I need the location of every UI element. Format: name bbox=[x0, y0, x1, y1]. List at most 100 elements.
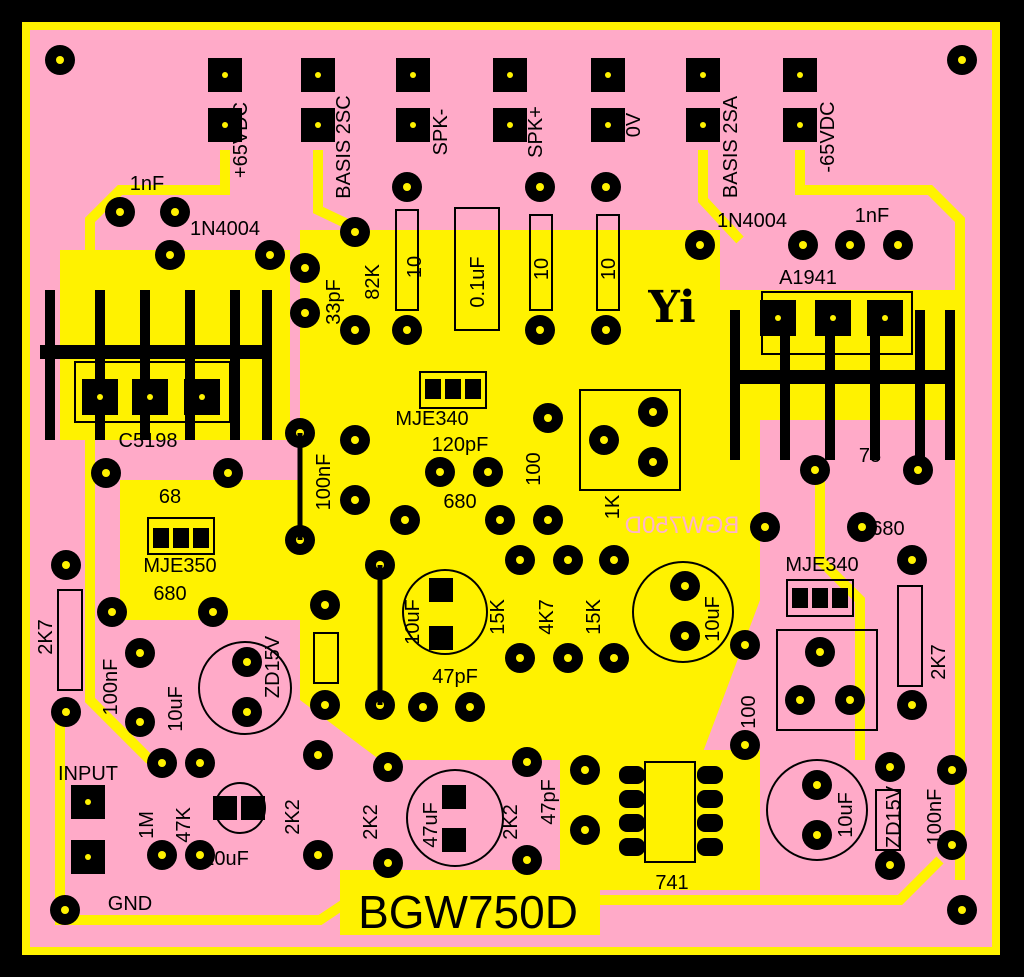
label-2k2-c: 2K2 bbox=[500, 804, 522, 840]
pad-hole bbox=[158, 851, 166, 859]
pad-hole bbox=[222, 122, 228, 128]
label-input: INPUT bbox=[58, 763, 118, 785]
pad-hole bbox=[484, 468, 492, 476]
label-mje340-right: MJE340 bbox=[785, 554, 858, 576]
label-10-c: 10 bbox=[598, 258, 620, 280]
resistor-outline bbox=[395, 209, 419, 311]
pad-hole bbox=[681, 582, 689, 590]
zener-outline bbox=[875, 789, 901, 851]
track bbox=[55, 720, 353, 925]
label-100nf-mid: 100nF bbox=[313, 454, 335, 511]
mje340-right-outline bbox=[786, 579, 854, 617]
pad-hole bbox=[158, 759, 166, 767]
copper-pour-center bbox=[300, 230, 760, 760]
pad-hole bbox=[602, 326, 610, 334]
pad-hole bbox=[536, 183, 544, 191]
pad-hole bbox=[914, 466, 922, 474]
pad-hole bbox=[846, 241, 854, 249]
pad-hole bbox=[321, 701, 329, 709]
pad-hole bbox=[403, 326, 411, 334]
label-10-b: 10 bbox=[531, 258, 553, 280]
capacitor-pad bbox=[442, 785, 466, 809]
resistor-outline bbox=[897, 585, 923, 687]
label-47pf-b: 47pF bbox=[538, 779, 560, 825]
label-zd15v-right: ZD15V bbox=[883, 785, 905, 848]
pad-hole bbox=[85, 799, 91, 805]
pad-hole bbox=[171, 208, 179, 216]
to126-pad bbox=[425, 379, 441, 399]
pad-hole bbox=[516, 654, 524, 662]
pad-hole bbox=[600, 436, 608, 444]
track bbox=[600, 856, 944, 905]
pad-hole bbox=[136, 649, 144, 657]
pad-hole bbox=[401, 516, 409, 524]
heatsink-fin bbox=[185, 290, 195, 440]
pad-hole bbox=[384, 859, 392, 867]
pad-hole bbox=[315, 122, 321, 128]
pad-hole bbox=[581, 766, 589, 774]
pad-hole bbox=[796, 696, 804, 704]
pad-hole bbox=[544, 516, 552, 524]
ic-pad bbox=[697, 838, 723, 856]
heatsink-fin bbox=[730, 310, 740, 460]
label-15k-a: 15K bbox=[487, 599, 509, 635]
cap-0.1uf-outline bbox=[454, 207, 500, 331]
pad-hole bbox=[436, 468, 444, 476]
label-1nf-right: 1nF bbox=[855, 205, 889, 227]
track bbox=[698, 150, 744, 244]
ic-pad bbox=[697, 790, 723, 808]
pad-hole bbox=[958, 56, 966, 64]
pad-hole bbox=[301, 309, 309, 317]
pad-hole bbox=[882, 315, 888, 321]
label-2k2-b: 2K2 bbox=[360, 804, 382, 840]
heatsink-fin bbox=[45, 290, 55, 440]
ic-pad bbox=[619, 814, 645, 832]
heatsink-fin bbox=[780, 310, 790, 460]
label-2k2-a: 2K2 bbox=[282, 799, 304, 835]
pad-hole bbox=[243, 708, 251, 716]
label-plus-65vdc: +65VDC bbox=[230, 102, 252, 178]
pad-hole bbox=[830, 315, 836, 321]
label-gnd: GND bbox=[108, 893, 152, 915]
heatsink-fins bbox=[45, 290, 955, 460]
heatsink-fin bbox=[140, 290, 150, 440]
label-100-mid: 100 bbox=[523, 452, 545, 485]
label-100-right: 100 bbox=[738, 695, 760, 728]
mirrored-board-title: BGW750D bbox=[625, 512, 740, 539]
label-1n4004-left: 1N4004 bbox=[190, 218, 260, 240]
pad-hole bbox=[581, 826, 589, 834]
pad-hole bbox=[811, 466, 819, 474]
pad-hole bbox=[775, 315, 781, 321]
ic-741-outline bbox=[644, 761, 696, 863]
pad-hole bbox=[315, 72, 321, 78]
label-680-left: 680 bbox=[153, 583, 186, 605]
pad-hole bbox=[321, 601, 329, 609]
pad-hole bbox=[147, 394, 153, 400]
label-zd15v-left: ZD15V bbox=[262, 635, 284, 698]
cap-47uf-outline bbox=[406, 769, 504, 867]
heatsink-fin bbox=[262, 290, 272, 440]
heatsink-fin bbox=[945, 310, 955, 460]
pad-hole bbox=[816, 648, 824, 656]
heatsink-fin bbox=[825, 310, 835, 460]
pad-hole bbox=[813, 781, 821, 789]
pad-hole bbox=[314, 851, 322, 859]
to126-pad bbox=[465, 379, 481, 399]
pad-hole bbox=[536, 326, 544, 334]
pad-hole bbox=[700, 122, 706, 128]
label-mje350: MJE350 bbox=[143, 555, 216, 577]
pad-hole bbox=[85, 854, 91, 860]
pad-hole bbox=[166, 251, 174, 259]
mje340-top-outline bbox=[419, 371, 487, 409]
pad-hole bbox=[958, 906, 966, 914]
label-1m: 1M bbox=[136, 811, 158, 839]
cap-10uf-outline bbox=[766, 759, 868, 861]
label-a1941: A1941 bbox=[779, 267, 837, 289]
pad-hole bbox=[314, 751, 322, 759]
label-2k7-right: 2K7 bbox=[928, 644, 950, 680]
capacitor-pad bbox=[429, 626, 453, 650]
heatsink-fin bbox=[230, 290, 240, 440]
pad-hole bbox=[948, 841, 956, 849]
pad-hole bbox=[858, 523, 866, 531]
label-33pf: 33pF bbox=[323, 279, 345, 325]
